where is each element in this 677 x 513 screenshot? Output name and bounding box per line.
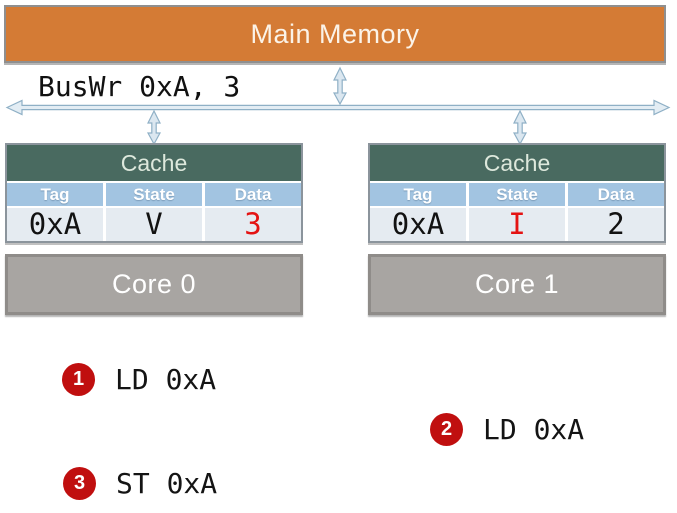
step-3-badge: 3 (63, 467, 96, 500)
cache0-data-value: 3 (205, 208, 301, 241)
bus-cache1-connector-arrow (512, 109, 528, 146)
step-2-badge: 2 (430, 413, 463, 446)
cache1-tag-value: 0xA (370, 208, 466, 241)
cache1-column-headers: Tag State Data (370, 183, 664, 206)
core0-label: Core 0 (111, 269, 197, 299)
cache1-title: Cache (370, 145, 664, 181)
core1-box: Core 1 (368, 254, 666, 315)
cache1-col-tag: Tag (370, 183, 466, 206)
cache1-data-value: 2 (568, 208, 664, 241)
cache0-col-tag: Tag (7, 183, 103, 206)
cache1-state-value: I (469, 208, 565, 241)
main-memory-box: Main Memory (4, 5, 666, 63)
step-1-badge: 1 (62, 363, 95, 396)
cache1-col-state: State (469, 183, 565, 206)
memory-bus-connector-arrow (332, 66, 348, 106)
step-1-text: LD 0xA (115, 363, 217, 396)
cache0-table: Cache Tag State Data 0xA V 3 (5, 143, 303, 243)
cache0-column-headers: Tag State Data (7, 183, 301, 206)
core1-label: Core 1 (474, 269, 560, 299)
cache0-col-state: State (106, 183, 202, 206)
main-memory-label: Main Memory (250, 18, 420, 49)
cache0-tag-value: 0xA (7, 208, 103, 241)
step-2-text: LD 0xA (483, 413, 585, 446)
instruction-step-1: 1 LD 0xA (62, 363, 216, 396)
bus-cache0-connector-arrow (146, 109, 162, 146)
instruction-step-3: 3 ST 0xA (63, 467, 217, 500)
cache1-row: 0xA I 2 (370, 208, 664, 241)
cache1-table: Cache Tag State Data 0xA I 2 (368, 143, 666, 243)
cache0-col-data: Data (205, 183, 301, 206)
cache0-row: 0xA V 3 (7, 208, 301, 241)
core0-box: Core 0 (5, 254, 303, 315)
step-3-text: ST 0xA (116, 467, 218, 500)
bus-transaction-label: BusWr 0xA, 3 (38, 70, 241, 103)
cache0-state-value: V (106, 208, 202, 241)
cache1-col-data: Data (568, 183, 664, 206)
cache0-title: Cache (7, 145, 301, 181)
instruction-step-2: 2 LD 0xA (430, 413, 584, 446)
